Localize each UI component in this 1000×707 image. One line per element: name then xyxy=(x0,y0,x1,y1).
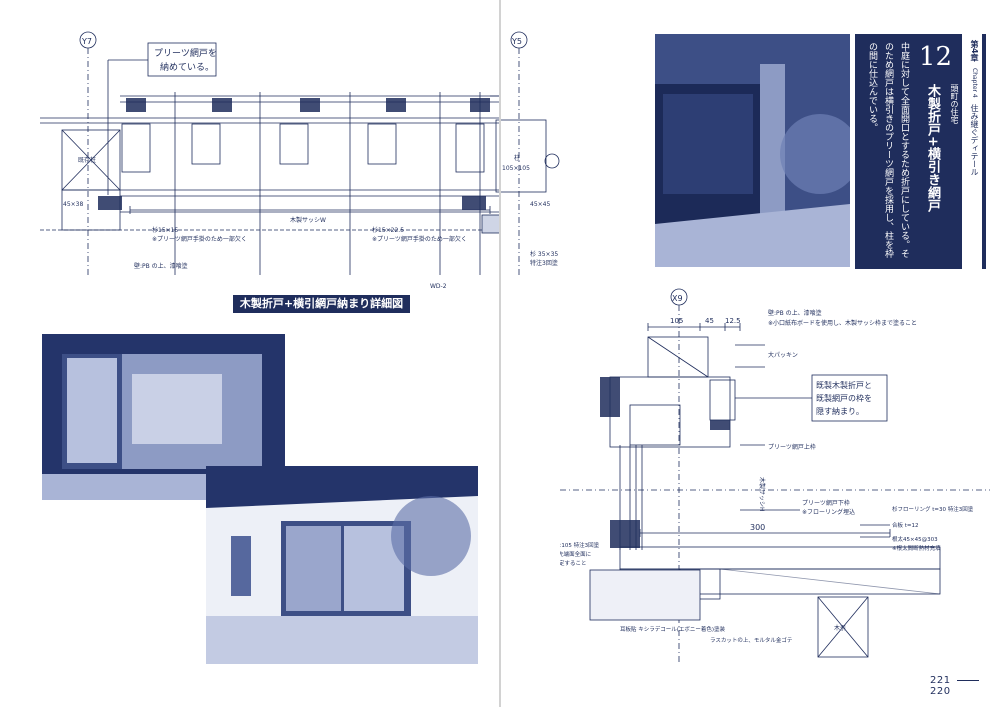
note-flooring: 杉フローリング t=30 特注3回塗 xyxy=(892,505,974,513)
article-subtitle: 頭町の住宅 xyxy=(950,84,959,124)
note-slab: ラスカットの上、モルタル金ゴテ xyxy=(710,636,793,644)
page-number-right: 220 xyxy=(930,686,951,697)
label-45x45: 45×45 xyxy=(530,201,550,208)
grid-label-y7: Y7 xyxy=(81,37,92,46)
article-number: 12 xyxy=(918,42,952,72)
photo-exterior-courtyard xyxy=(206,466,478,664)
note-deck: 耳板貼 キシラデコール(エボニー着色)塗装 xyxy=(620,625,726,633)
dim-105: 105 xyxy=(670,317,683,325)
label-post-right: 柱 xyxy=(514,154,520,162)
note-lower-frame: プリーツ網戸下枠 xyxy=(802,499,850,507)
callout-3: 隠す納まり。 xyxy=(816,406,864,416)
label-post-right-dim: 105×105 xyxy=(502,165,530,172)
plan-detail-drawing-right-edge: Y5 柱 105×105 45×45 杉 35×35 特注3回塗 xyxy=(490,31,560,275)
note-joist: 根太45×45@303 xyxy=(892,535,938,543)
figure-caption: 木製折戸+横引網戸納まり詳細図1/5 xyxy=(233,295,410,328)
note-plywood: 合板 t=12 xyxy=(892,521,919,529)
callout-line-2: 納めている。 xyxy=(160,61,214,73)
callout-1: 既製木製折戸と xyxy=(816,380,872,390)
chapter-tag: 第4章 Chapter 4 住み継ぐディテール xyxy=(970,40,979,177)
body-line-3: の間に仕込んでいる。 xyxy=(867,42,877,132)
book-gutter xyxy=(499,0,501,707)
photo-folding-door-opening xyxy=(655,34,850,267)
section-grid-x9: X9 xyxy=(672,294,683,303)
article-title-box: 第4章 Chapter 4 住み継ぐディテール 12 木製折戸+横引き網戸 頭町… xyxy=(855,34,986,269)
note-wall-sub: ※小口紙布ボードを使用し、木製サッシ枠まで塗ること xyxy=(768,319,917,327)
note-lower-frame-sub: ※フローリング埋込 xyxy=(802,508,855,516)
callout-2: 既製網戸の枠を xyxy=(816,393,872,403)
label-sugi-35-sub: 特注3回塗 xyxy=(530,259,558,267)
label-post-left: 既存柱 xyxy=(78,156,96,164)
note-sill-sub2: しっかりと固定すること xyxy=(560,559,587,567)
label-sugi-2: 杉15×22.5 xyxy=(372,226,404,234)
body-line-1: 中庭に対して全面開口とするため折戸にしている。そ xyxy=(899,42,909,258)
label-wall: 壁:PB の上、漆喰塗 xyxy=(134,262,188,270)
callout-line-1: プリーツ網戸を xyxy=(154,47,217,59)
plan-detail-drawing: Y7 プリーツ網戸を 納めている。 既存柱 45×38 杉15×15 ※プリーツ… xyxy=(40,31,500,290)
note-wall: 壁:PB の上、漆喰塗 xyxy=(768,309,822,317)
article-title: 木製折戸+横引き網戸 xyxy=(925,84,940,212)
label-sugi-1-sub: ※プリーツ網戸手掛のため一部欠く xyxy=(152,235,247,243)
dim-300: 300 xyxy=(750,523,765,532)
grid-label-y5: Y5 xyxy=(511,37,522,46)
page-number-left: 221 xyxy=(930,675,951,686)
note-post: 木引 xyxy=(834,624,846,632)
label-sugi-35: 杉 35×35 xyxy=(530,250,558,258)
section-detail-drawing: X9 105 45 12.5 300 壁:PB の上、漆喰塗 ※小口紙布ボードを… xyxy=(560,288,990,665)
body-line-2: のため網戸は横引きのプリーツ網戸を採用し、柱を枠 xyxy=(883,42,893,258)
dim-45: 45 xyxy=(705,317,714,325)
note-sill-sub1: ※両端と根太先端面全面に xyxy=(560,550,591,558)
dim-12-5: 12.5 xyxy=(725,317,741,325)
note-joist-sub: ※根太間断熱材充填 xyxy=(892,544,941,552)
label-sugi-2-sub: ※プリーツ網戸手掛のため一部欠く xyxy=(372,235,467,243)
label-sash-width: 木製サッシW xyxy=(290,216,326,224)
note-sash-height: 木製サッシH xyxy=(758,477,766,512)
note-sill: 框 ヒノキ75×105 特注3回塗 xyxy=(560,541,600,549)
label-45x38: 45×38 xyxy=(63,201,83,208)
article-body: 中庭に対して全面開口とするため折戸にしている。そ のため網戸は横引きのプリーツ網… xyxy=(864,42,912,262)
page-numbers: 221 220 xyxy=(930,675,1000,697)
note-upper-frame: プリーツ網戸上枠 xyxy=(768,443,816,451)
note-packing: 大パッキン xyxy=(768,351,798,359)
label-sugi-1: 杉15×15 xyxy=(152,226,178,234)
label-wd: WD-2 xyxy=(430,283,447,290)
